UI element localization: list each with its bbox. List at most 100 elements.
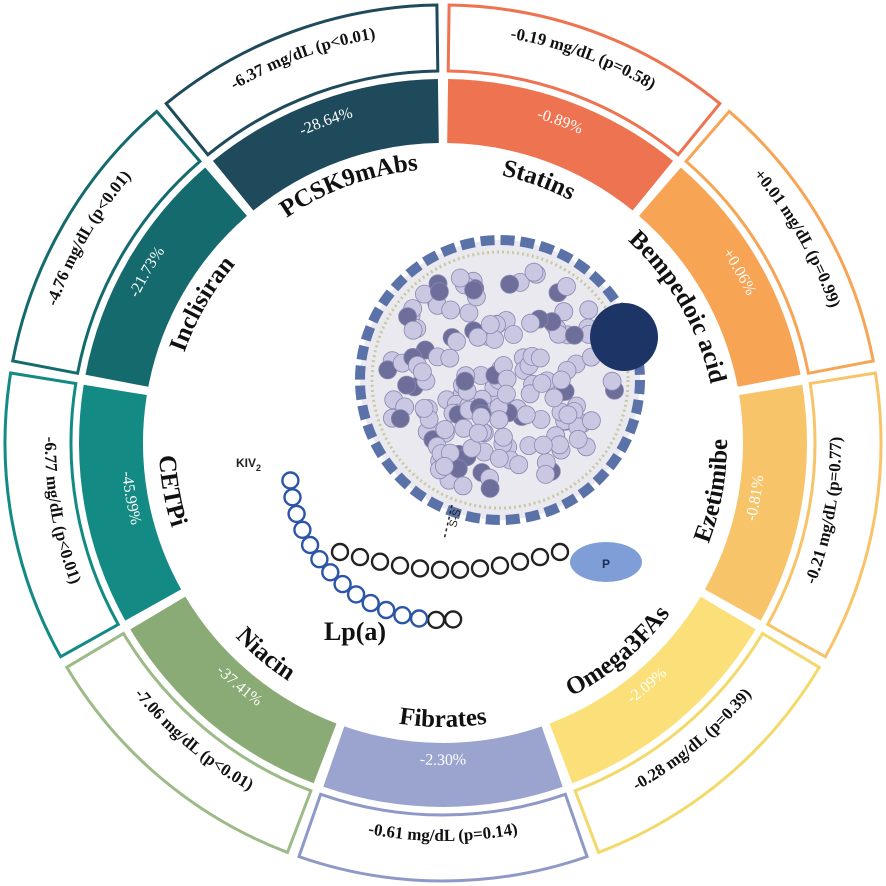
lipid-droplet	[390, 409, 410, 429]
lipid-droplet	[565, 325, 584, 345]
segment-ezetimibe: -0.21 mg/dL (p=0.77)-0.81%Ezetimibe	[689, 371, 883, 659]
inclisiran-color-band	[85, 167, 247, 387]
lipid-droplet	[500, 274, 520, 294]
cetpi-outer-box	[3, 371, 121, 659]
statins-outer-box	[446, 3, 722, 157]
kiv-label: KIV2	[236, 456, 261, 473]
lipid-droplet	[551, 370, 571, 390]
kringle-loop	[281, 471, 300, 490]
kringle-loop	[409, 609, 429, 628]
cetpi-drug-name: CETPi	[153, 454, 192, 530]
lipid-droplet	[447, 332, 466, 351]
protease-domain	[570, 542, 642, 582]
segment-cetpi: -6.77 mg/dL (p<0.01)-45.99%CETPi	[3, 371, 192, 659]
pcsk9mabs-outer-box	[164, 3, 440, 157]
lipid-droplet	[524, 262, 544, 282]
lipid-droplet	[440, 348, 460, 368]
kringle-loop	[287, 504, 306, 524]
lipid-core	[378, 262, 624, 498]
fibrates-drug-name: Fibrates	[398, 703, 488, 733]
lipid-droplet	[582, 411, 601, 431]
lpa-illustration: P S-S KIV2 Lp(a)	[236, 235, 658, 646]
kringle-loop	[293, 520, 312, 539]
fibrates-outer-box	[297, 792, 589, 883]
kringle-loop	[410, 559, 430, 578]
lipid-droplet	[453, 476, 473, 496]
bempedoic-acid-outer-box	[683, 109, 875, 376]
kringle-loop	[470, 559, 490, 578]
bempedoic-acid-color-band	[639, 167, 801, 387]
kringle-loop	[530, 547, 550, 567]
kringle-loop	[283, 488, 302, 507]
kringle-loop	[321, 563, 340, 582]
ezetimibe-drug-name: Ezetimibe	[689, 439, 733, 546]
apob-particle	[590, 303, 658, 371]
lipid-droplet	[412, 362, 432, 382]
lipid-droplet	[493, 427, 513, 447]
kringle-loop	[377, 600, 396, 620]
lipid-droplet	[521, 313, 540, 333]
fibrates-color-band	[323, 726, 563, 807]
lipid-droplet	[489, 410, 509, 430]
lipid-droplet	[441, 300, 461, 320]
kringle-loop	[333, 574, 352, 594]
kringle-loop	[370, 552, 390, 571]
inclisiran-outer-box	[11, 109, 203, 376]
lipid-droplet	[509, 455, 529, 475]
ezetimibe-color-band	[704, 384, 807, 621]
lipid-droplet	[579, 300, 599, 320]
segment-niacin: -7.06 mg/dL (p<0.01)-37.41%Niacin	[64, 596, 337, 855]
lipid-droplet	[434, 456, 454, 476]
lipid-droplet	[544, 388, 564, 408]
kringle-loop	[350, 547, 370, 567]
lipid-droplet	[464, 280, 484, 300]
lipid-droplet	[455, 371, 475, 391]
lipid-droplet	[403, 320, 423, 340]
lipid-droplet	[471, 407, 491, 427]
fibrates-percent-label: -2.30%	[419, 751, 466, 769]
lipid-droplet	[459, 303, 479, 323]
kringle-loop	[361, 593, 380, 613]
kringle-loop	[426, 610, 446, 630]
protease-label: P	[602, 557, 610, 571]
lipid-droplet	[468, 327, 488, 347]
kringle-loop	[346, 585, 366, 604]
pcsk9mabs-color-band	[212, 79, 439, 211]
cetpi-color-band	[78, 384, 182, 621]
lipid-droplet	[480, 315, 500, 334]
kringle-loop	[450, 560, 470, 579]
lipid-droplet	[489, 448, 509, 468]
lipid-droplet	[450, 268, 470, 288]
disulfide-label: S-S	[447, 508, 463, 529]
lipid-droplet	[530, 348, 550, 368]
lipid-droplet	[557, 277, 576, 296]
kringle-loop	[550, 542, 570, 562]
lipid-droplet	[480, 478, 500, 498]
kringle-loop	[490, 556, 510, 575]
lipid-droplet	[516, 405, 536, 425]
kringle-loop	[443, 610, 463, 629]
kringle-loop	[300, 535, 320, 555]
kringle-loop	[330, 542, 350, 562]
segment-omega3fas: -0.28 mg/dL (p=0.39)-2.09%Omega3FAs	[549, 596, 822, 855]
lipid-droplet	[397, 375, 417, 395]
lipid-droplet	[568, 429, 588, 449]
omega3fas-color-band	[549, 596, 756, 784]
lipid-droplet	[550, 435, 569, 455]
kringle-loop	[310, 550, 329, 569]
lipid-droplet	[533, 435, 553, 455]
apoa-kringle-chain	[281, 471, 570, 630]
lipid-droplet	[504, 325, 523, 344]
lipid-droplet	[468, 423, 488, 443]
lipid-droplet	[536, 464, 555, 484]
segment-fibrates: -0.61 mg/dL (p=0.14)-2.30%Fibrates	[297, 703, 589, 883]
niacin-outer-box	[64, 631, 313, 855]
phospholipid-layer	[370, 250, 630, 510]
omega3fas-outer-box	[573, 631, 822, 855]
lipid-droplet	[435, 420, 455, 439]
lipid-droplet	[496, 384, 516, 404]
niacin-color-band	[130, 596, 337, 784]
lipid-droplet	[602, 371, 622, 391]
kringle-loop	[393, 606, 412, 625]
